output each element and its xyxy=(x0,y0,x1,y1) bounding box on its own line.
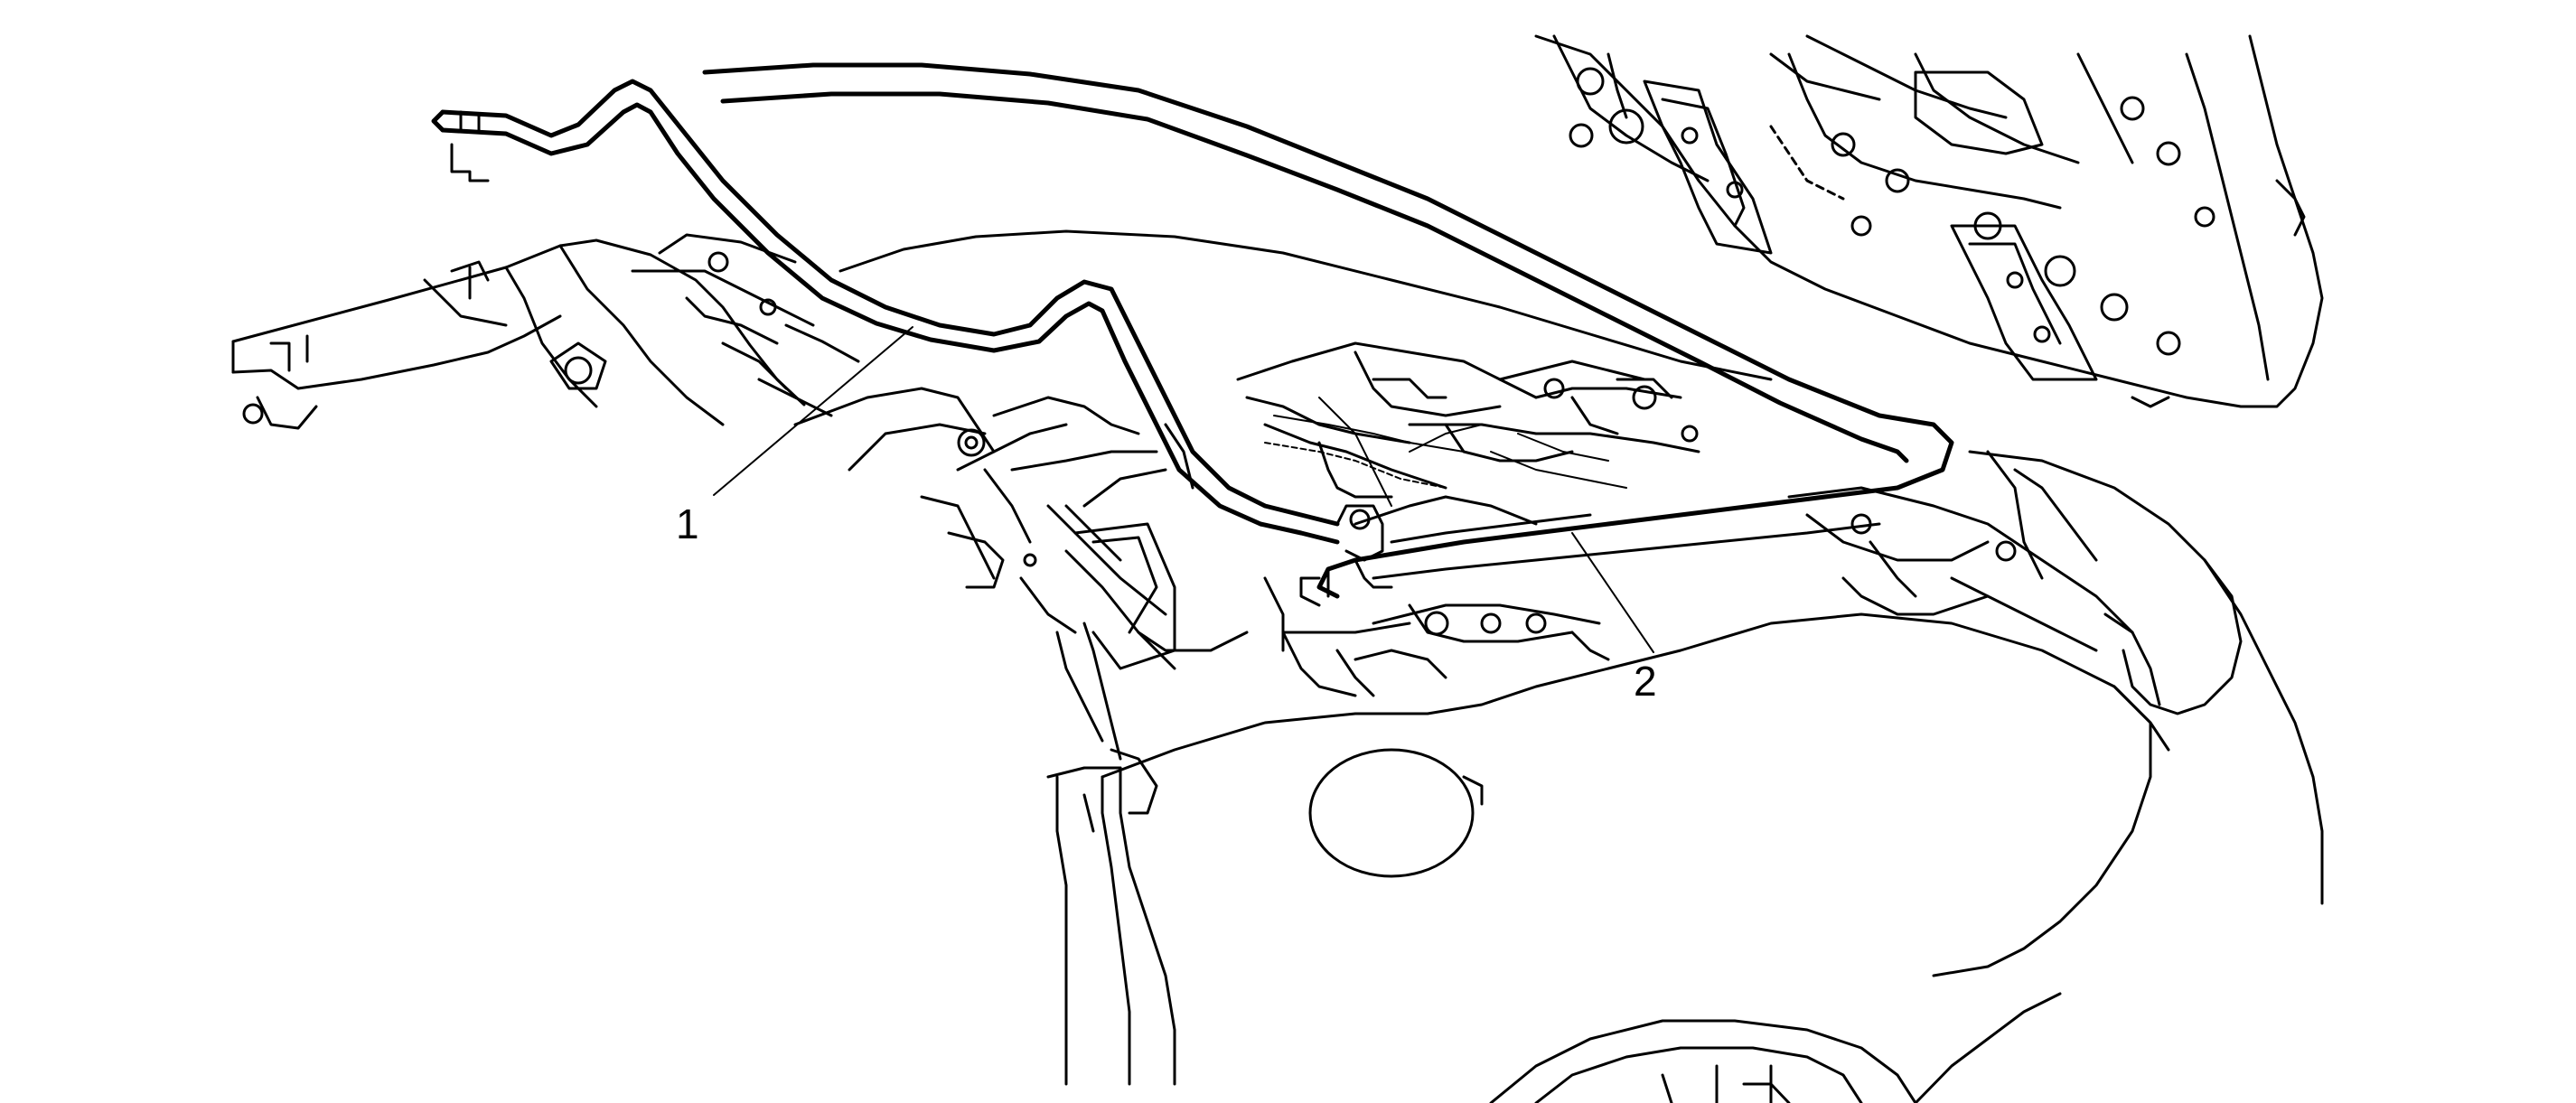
leader-line-2 xyxy=(1571,532,1654,653)
callout-labels: 1 2 xyxy=(676,500,1657,705)
callout-label-2: 2 xyxy=(1634,658,1657,705)
left-body-frame xyxy=(231,233,860,430)
callout-leaders xyxy=(713,326,1654,653)
callout-label-1: 1 xyxy=(676,500,699,547)
floor-pan-upper xyxy=(838,229,1773,526)
right-quarter-panel xyxy=(1787,450,2324,905)
part-2-weatherstrip xyxy=(702,62,1954,607)
leader-line-1 xyxy=(713,326,913,496)
lower-quarter-body xyxy=(1046,576,2152,1103)
trunk-lid-inner-panel xyxy=(1534,34,2324,408)
center-floor-panel xyxy=(793,387,1249,761)
